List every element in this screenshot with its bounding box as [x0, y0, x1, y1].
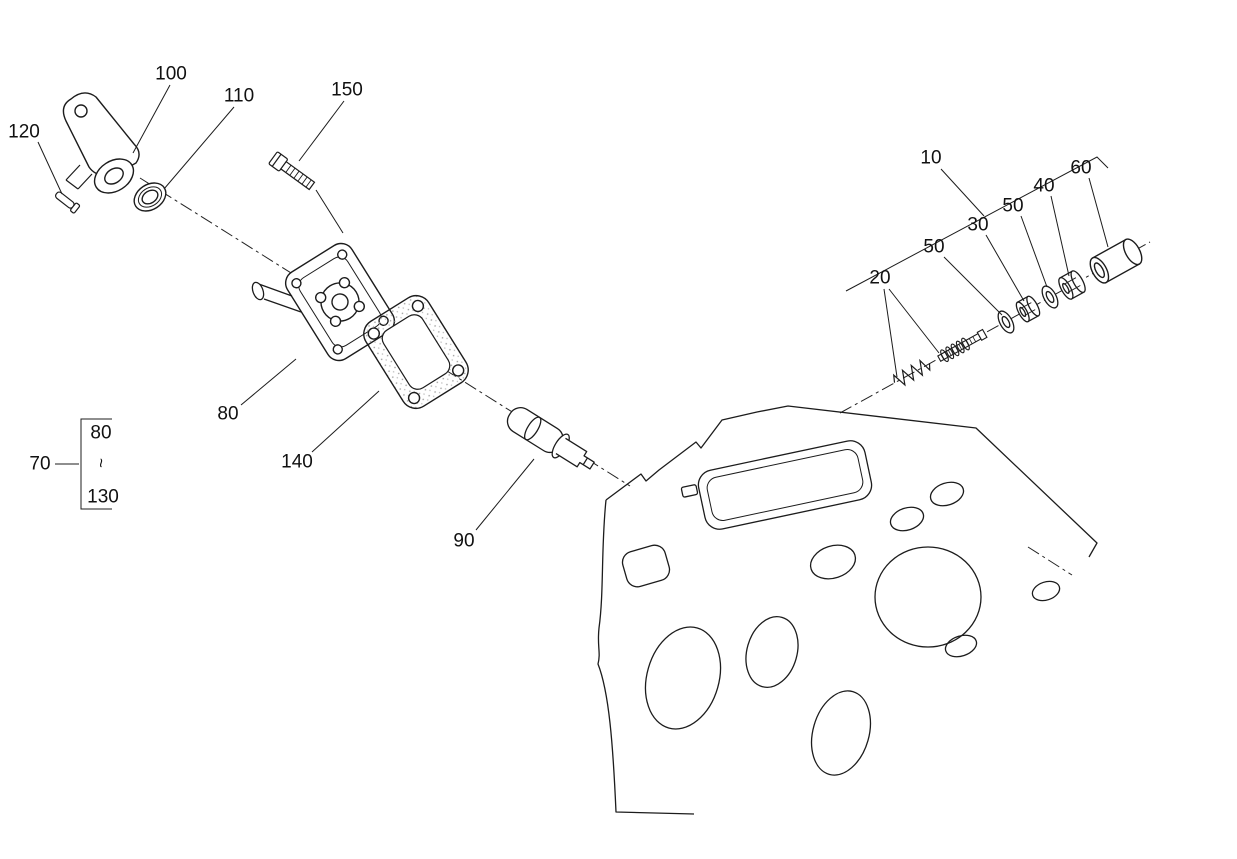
- leader-60: [1088, 177, 1109, 248]
- callout-70: 70: [29, 453, 51, 475]
- washer-part-50-lower: [997, 310, 1015, 334]
- gasket-part-140: [363, 294, 469, 410]
- range-separator: ~: [91, 458, 111, 468]
- bushing-part-60: [1089, 238, 1143, 284]
- plate-shaft-stub: [251, 281, 302, 313]
- bolt-part-150: [268, 151, 316, 191]
- range-bracket: [80, 418, 112, 510]
- callout-150: 150: [331, 79, 363, 101]
- callout-50-lower: 50: [923, 236, 945, 258]
- leader-20-a: [883, 288, 898, 378]
- callout-90: 90: [453, 530, 475, 552]
- block-hole: [889, 506, 925, 532]
- block-bore: [745, 616, 799, 688]
- engine-block: [597, 405, 1098, 815]
- callout-80: 80: [217, 403, 239, 425]
- callout-10: 10: [920, 147, 942, 169]
- leader-80: [240, 358, 297, 406]
- callout-110: 110: [223, 85, 255, 107]
- block-hole: [929, 481, 965, 507]
- solenoid-part-90: [506, 407, 595, 470]
- callout-120: 120: [8, 121, 40, 143]
- block-hole: [809, 544, 857, 580]
- callout-30: 30: [967, 214, 989, 236]
- block-hole: [1031, 580, 1061, 602]
- callout-140: 140: [281, 451, 313, 473]
- leader-90: [475, 458, 535, 531]
- group-line-10: [845, 156, 1109, 292]
- seal-part-110: [133, 182, 167, 212]
- callout-100: 100: [155, 63, 187, 85]
- lever-part-100: [62, 92, 140, 194]
- leader-30: [985, 234, 1025, 302]
- centerline-right: [839, 241, 1151, 576]
- callout-20: 20: [869, 267, 891, 289]
- pin-part-120: [55, 191, 81, 214]
- block-recess-notch: [680, 484, 699, 498]
- block-bore: [644, 626, 722, 730]
- callout-50-upper: 50: [1002, 195, 1024, 217]
- spring-part-20: [892, 358, 931, 387]
- block-square-hole: [621, 544, 671, 588]
- nut-part-30: [1015, 295, 1041, 323]
- nut-part-40: [1058, 270, 1086, 300]
- leader-10: [940, 168, 985, 217]
- valve-rod-part-20: [937, 328, 988, 363]
- leader-150: [298, 100, 345, 162]
- leader-110: [163, 106, 235, 190]
- range-to-label: 130: [87, 486, 119, 508]
- washer-part-50-upper: [1041, 285, 1059, 309]
- block-bore: [810, 690, 872, 776]
- leader-20-b: [888, 288, 940, 354]
- leader-140: [311, 390, 380, 453]
- leader-lines: [37, 84, 1109, 531]
- block-bore-large: [874, 546, 982, 648]
- leader-40: [1050, 195, 1070, 277]
- leader-50-upper: [1020, 215, 1048, 288]
- leader-120: [37, 141, 63, 195]
- callout-60: 60: [1070, 157, 1092, 179]
- block-hole: [944, 634, 978, 658]
- leader-100: [132, 84, 171, 154]
- range-from-label: 80: [90, 422, 112, 444]
- callout-40: 40: [1033, 175, 1055, 197]
- leader-50-lower: [943, 256, 1003, 316]
- bolt-insertion-line: [315, 189, 344, 234]
- block-top-recess: [697, 440, 873, 530]
